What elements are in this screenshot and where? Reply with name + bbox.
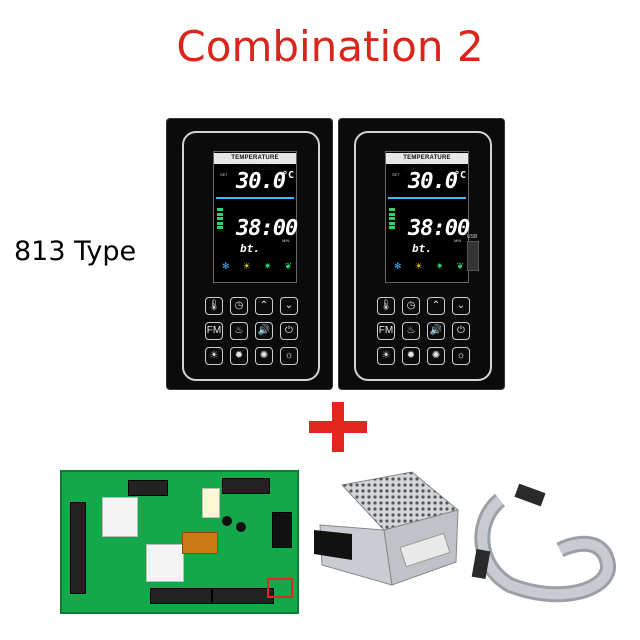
time-readout: 38:00 <box>236 216 298 241</box>
temp-unit: °C <box>282 170 295 181</box>
time-tag: MIN <box>282 238 290 243</box>
terminal-block <box>212 588 274 604</box>
panel-frame <box>354 131 492 381</box>
fm-button[interactable]: FM <box>377 322 395 340</box>
down-button[interactable]: ⌄ <box>280 297 298 315</box>
terminal-block <box>222 478 270 494</box>
temperature-readout: 30.0 <box>236 169 286 194</box>
keypad: 🌡 ◷ ⌃ ⌄ FM ♨ 🔊 ⏻ ☀ ✹ ✺ ☼ <box>377 297 473 377</box>
light-icon: ✷ <box>263 261 272 271</box>
type-label: 813 Type <box>14 236 137 267</box>
keypad: 🌡 ◷ ⌃ ⌄ FM ♨ 🔊 ⏻ ☀ ✹ ✺ ☼ <box>205 297 301 377</box>
relay <box>146 544 184 582</box>
power-supply <box>314 471 460 586</box>
light-button[interactable]: ☀ <box>377 347 395 365</box>
relay <box>182 532 218 554</box>
lcd-divider <box>388 197 466 199</box>
usb-port <box>467 241 479 271</box>
header-connector <box>272 512 292 548</box>
lcd-display: TEMPERATURE CONTROLLER SET 30.0 °C 38:00… <box>213 151 298 283</box>
relay <box>202 488 220 518</box>
capacitor <box>236 522 246 532</box>
temp-tag: SET <box>220 172 228 177</box>
time-tag: MIN <box>454 238 462 243</box>
bulb-button[interactable]: ☼ <box>452 347 470 365</box>
plant-icon: ❦ <box>456 261 464 271</box>
lcd-status-icons: ✻ ☀ ✷ ❦ <box>394 260 464 274</box>
down-button[interactable]: ⌄ <box>452 297 470 315</box>
timer-button[interactable]: ◷ <box>402 297 420 315</box>
ribbon-cable <box>471 483 616 603</box>
temperature-readout: 30.0 <box>408 169 458 194</box>
fm-button[interactable]: FM <box>205 322 223 340</box>
mode-readout: bt. <box>412 242 432 255</box>
control-panel-1: TEMPERATURE CONTROLLER SET 30.0 °C 38:00… <box>167 119 332 389</box>
power-button[interactable]: ⏻ <box>452 322 470 340</box>
time-readout: 38:00 <box>408 216 470 241</box>
volume-button[interactable]: 🔊 <box>427 322 445 340</box>
control-panel-2: TEMPERATURE CONTROLLER SET 30.0 °C 38:00… <box>339 119 504 389</box>
highlight-box <box>267 578 293 598</box>
color-button[interactable]: ✺ <box>255 347 273 365</box>
relay <box>102 497 138 537</box>
temp-tag: SET <box>392 172 400 177</box>
lcd-title: TEMPERATURE CONTROLLER <box>214 153 296 172</box>
capacitor <box>222 516 232 526</box>
bulb-button[interactable]: ☼ <box>280 347 298 365</box>
terminal-block <box>128 480 168 496</box>
up-button[interactable]: ⌃ <box>427 297 445 315</box>
light-icon: ☀ <box>414 261 423 271</box>
lcd-divider <box>216 197 294 199</box>
light-icon: ☀ <box>242 261 251 271</box>
level-bars <box>217 208 223 231</box>
usb-label: USB <box>467 234 478 240</box>
terminal-block <box>150 588 212 604</box>
light-mode-button[interactable]: ✹ <box>402 347 420 365</box>
power-button[interactable]: ⏻ <box>280 322 298 340</box>
lcd-status-icons: ✻ ☀ ✷ ❦ <box>222 260 292 274</box>
plant-icon: ❦ <box>284 261 292 271</box>
panel-frame <box>182 131 320 381</box>
color-button[interactable]: ✺ <box>427 347 445 365</box>
circuit-board <box>60 470 299 614</box>
fan-icon: ✻ <box>394 261 402 271</box>
lcd-display: TEMPERATURE CONTROLLER SET 30.0 °C 38:00… <box>385 151 470 283</box>
level-bars <box>389 208 395 231</box>
steam-button[interactable]: ♨ <box>402 322 420 340</box>
fan-icon: ✻ <box>222 261 230 271</box>
light-mode-button[interactable]: ✹ <box>230 347 248 365</box>
temperature-button[interactable]: 🌡 <box>205 297 223 315</box>
combination-title: Combination 2 <box>176 22 484 71</box>
temperature-button[interactable]: 🌡 <box>377 297 395 315</box>
mode-readout: bt. <box>240 242 260 255</box>
light-icon: ✷ <box>435 261 444 271</box>
steam-button[interactable]: ♨ <box>230 322 248 340</box>
temp-unit: °C <box>454 170 467 181</box>
timer-button[interactable]: ◷ <box>230 297 248 315</box>
plus-icon <box>309 402 367 452</box>
volume-button[interactable]: 🔊 <box>255 322 273 340</box>
terminal-block <box>70 502 86 594</box>
up-button[interactable]: ⌃ <box>255 297 273 315</box>
light-button[interactable]: ☀ <box>205 347 223 365</box>
lcd-title: TEMPERATURE CONTROLLER <box>386 153 468 172</box>
